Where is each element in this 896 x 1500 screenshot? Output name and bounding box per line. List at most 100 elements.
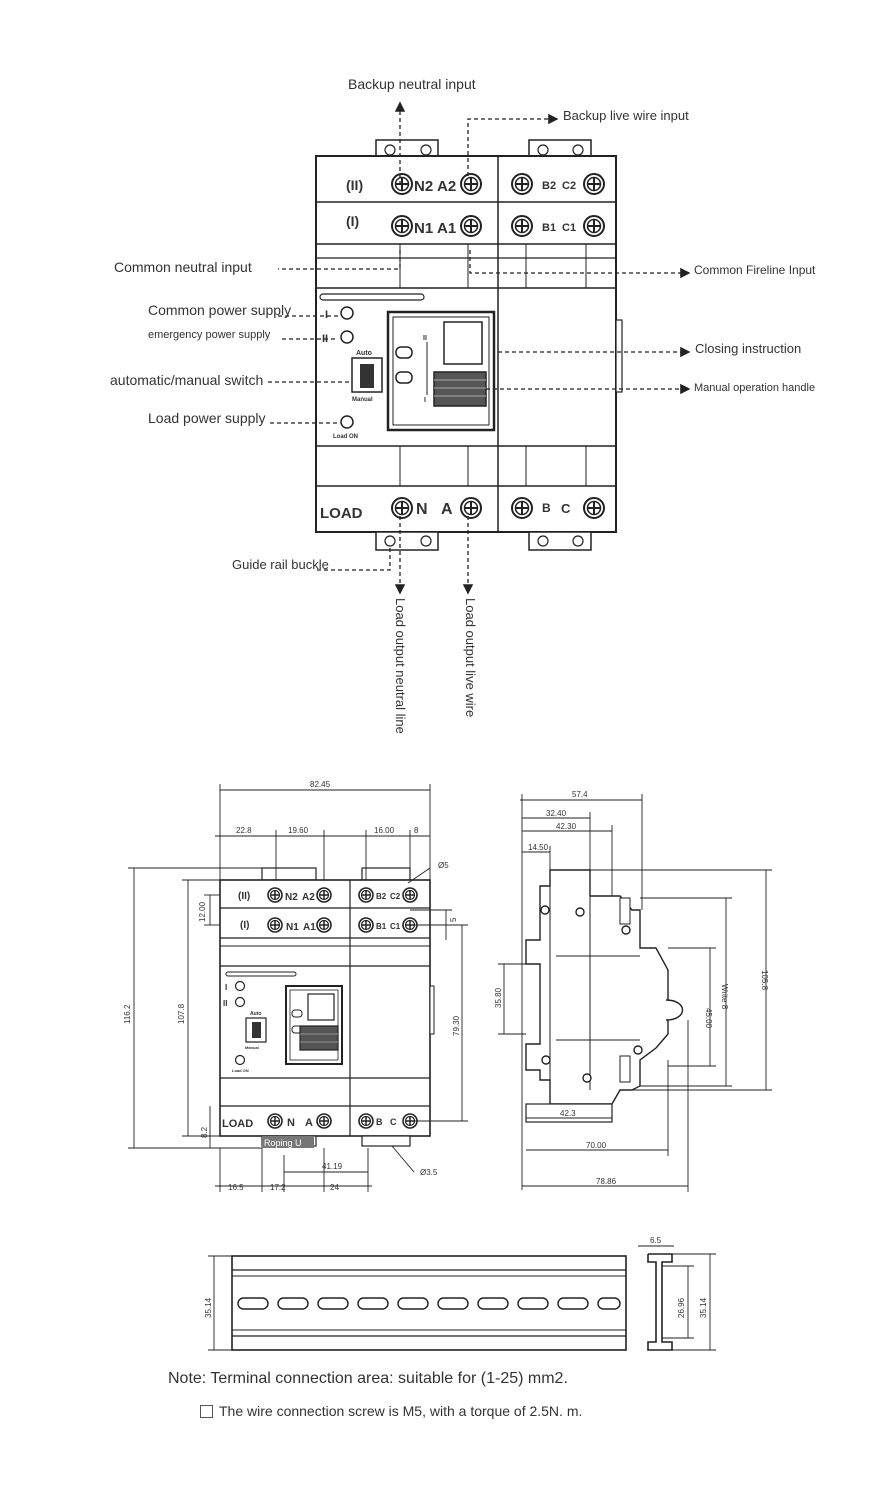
rail-dim-r2: 6.5: [650, 1236, 662, 1245]
callout-leaders: [268, 101, 691, 595]
load-label: LOAD: [320, 505, 363, 522]
callout-load-output-live-wire: Load output live wire: [463, 598, 478, 717]
callout-backup-neutral-input: Backup neutral input: [348, 76, 476, 92]
manual-label: Manual: [352, 397, 373, 403]
fv-b: B: [376, 1117, 383, 1127]
fv-manual: Manual: [245, 1045, 259, 1050]
side-dim-d5: 35.80: [494, 987, 503, 1008]
callout-load-power-supply: Load power supply: [148, 410, 266, 426]
callout-common-power-supply: Common power supply: [148, 302, 291, 318]
dim-w2: 19.60: [288, 826, 309, 835]
rail-dim-r1: 35.14: [204, 1297, 213, 1318]
led-i-label: I: [325, 309, 328, 321]
side-dim-d6: 45.00: [704, 1008, 713, 1029]
callout-guide-rail-buckle: Guide rail buckle: [232, 557, 329, 572]
terminal-area-note: Note: Terminal connection area: suitable…: [168, 1370, 568, 1387]
load-power-led-icon: [340, 415, 354, 429]
screw-torque-note: The wire connection screw is M5, with a …: [219, 1403, 583, 1419]
callout-auto-manual-switch: automatic/manual switch: [110, 372, 263, 388]
fv-c2: C2: [390, 892, 401, 901]
terminal-n: N: [416, 501, 428, 518]
fv-led-ii: II: [223, 999, 227, 1008]
dim-h-total: 116.2: [123, 1004, 132, 1024]
side-view: [525, 869, 684, 1123]
rail-dim-r3: 26.96: [677, 1297, 686, 1318]
dim-hole2: Ø3.5: [420, 1168, 438, 1177]
terminal-b1: B1: [542, 222, 556, 234]
front-dimension-lines: [128, 784, 468, 1192]
terminal-a2: A2: [437, 178, 456, 195]
terminal-c2: C2: [562, 180, 576, 192]
row2-mark: (II): [346, 177, 363, 193]
side-dim-d8: 105.8: [760, 970, 769, 991]
rail-dim-r4: 35.14: [699, 1297, 708, 1318]
callout-load-output-neutral-line: Load output neutral line: [393, 598, 408, 734]
fv-led-i: I: [225, 983, 227, 992]
callout-common-fireline-input: Common Fireline Input: [694, 263, 816, 277]
front-dimension-view: (II) (I) N2 A2 B2 C2 N1 A1 B1 C1 LOAD N …: [219, 867, 435, 1148]
fv-row1-mark: (I): [240, 920, 249, 931]
fv-b1: B1: [376, 922, 387, 931]
dim-w3: 16.00: [374, 826, 395, 835]
dim-h6: 5: [449, 917, 458, 922]
side-dim-d1: 57.4: [572, 790, 588, 799]
dim-b4: 41.19: [322, 1162, 343, 1171]
fv-auto: Auto: [250, 1011, 261, 1017]
checkbox-icon: [200, 1404, 213, 1418]
indicator-ii: II: [423, 335, 427, 342]
dim-h5: 8.2: [200, 1126, 209, 1138]
din-rail-front: [231, 1255, 627, 1351]
din-rail-profile: [647, 1253, 673, 1351]
fv-b2: B2: [376, 892, 387, 901]
dim-hole: Ø5: [438, 861, 449, 870]
dim-h4: 79.30: [452, 1015, 461, 1036]
dim-w1: 22.8: [236, 826, 252, 835]
terminal-c1: C1: [562, 222, 576, 234]
side-dim-d3: 42.30: [556, 822, 577, 831]
fv-a: A: [305, 1117, 313, 1129]
fv-n1: N1: [286, 922, 299, 933]
auto-label: Auto: [356, 350, 372, 357]
terminal-b: B: [542, 501, 551, 515]
fv-c1: C1: [390, 922, 401, 931]
terminal-a1: A1: [437, 220, 456, 237]
common-power-led-icon: [340, 306, 354, 320]
side-dim-d4: 14.50: [528, 843, 549, 852]
screw-torque-note-row: The wire connection screw is M5, with a …: [200, 1403, 582, 1419]
main-device-front-view: (II) (I) N2 A2 B2 C2 N1 A1 B1 C1 LOAD N …: [315, 139, 623, 551]
side-dim-d10: 70.00: [586, 1141, 607, 1150]
callout-common-neutral-input: Common neutral input: [114, 259, 252, 275]
fv-n2: N2: [285, 892, 298, 903]
terminal-n1: N1: [414, 220, 433, 237]
load-on-label: Load ON: [333, 434, 358, 440]
manual-operation-handle[interactable]: [433, 371, 487, 407]
dim-b3: 24: [330, 1183, 339, 1192]
fv-load: LOAD: [222, 1118, 253, 1130]
side-dim-d9: 42.3: [560, 1109, 576, 1118]
terminal-a: A: [441, 501, 453, 518]
dim-b2: 17.2: [270, 1183, 286, 1192]
side-dim-d7: Write 8: [720, 984, 729, 1010]
side-dim-d11: 78.86: [596, 1177, 617, 1186]
callout-backup-live-wire-input: Backup live wire input: [563, 108, 689, 123]
dim-width-total: 82.45: [310, 780, 331, 789]
terminal-b2: B2: [542, 180, 556, 192]
terminal-c: C: [561, 501, 571, 516]
callout-closing-instruction: Closing instruction: [695, 341, 801, 356]
fv-c: C: [390, 1117, 397, 1127]
dim-h3: 12.00: [198, 901, 207, 922]
terminal-n2: N2: [414, 178, 433, 195]
callout-manual-operation-handle: Manual operation handle: [694, 382, 815, 394]
dim-b1: 16.5: [228, 1183, 244, 1192]
rail-dimension-lines: [208, 1245, 716, 1351]
dim-w4: 8: [414, 826, 419, 835]
indicator-i: I: [424, 397, 426, 404]
fv-roping-label: Roping U: [264, 1138, 302, 1148]
row1-mark: (I): [346, 213, 359, 229]
fv-n: N: [287, 1117, 295, 1129]
fv-row2-mark: (II): [238, 891, 250, 902]
dim-h2: 107.8: [177, 1003, 186, 1024]
fv-load-on: Load ON: [232, 1068, 249, 1073]
side-dimension-lines: [498, 794, 772, 1192]
